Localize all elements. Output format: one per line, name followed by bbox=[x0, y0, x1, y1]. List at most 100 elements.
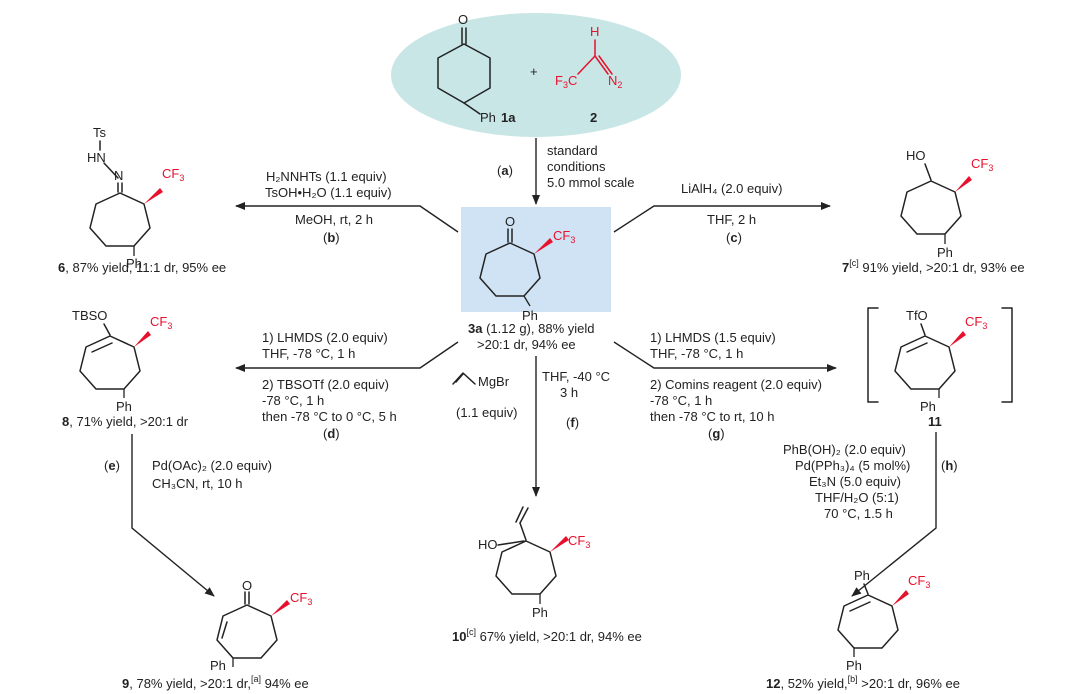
cond-c-line1: LiAlH₄ (2.0 equiv) bbox=[681, 181, 782, 196]
atom-cf3-12-sub: 3 bbox=[925, 580, 930, 590]
atom-cf3-9-sub: 3 bbox=[307, 597, 312, 607]
arrow-h bbox=[851, 432, 937, 597]
result-3a-line2: >20:1 dr, 94% ee bbox=[477, 337, 576, 352]
cond-f-line1: THF, -40 °C bbox=[542, 369, 610, 384]
svg-text:CF3: CF3 bbox=[568, 533, 590, 550]
arrow-g bbox=[613, 341, 837, 372]
arrow-e bbox=[131, 434, 215, 597]
cond-a-line3: 5.0 mmol scale bbox=[547, 175, 634, 190]
cond-b-line2: TsOH•H₂O (1.1 equiv) bbox=[265, 185, 392, 200]
structure-3a: O CF3 Ph bbox=[479, 214, 575, 323]
cond-a-line1: standard bbox=[547, 143, 598, 158]
result-8: 8, 71% yield, >20:1 dr bbox=[62, 414, 189, 429]
svg-text:CF3: CF3 bbox=[908, 573, 930, 590]
atom-cf3-3a-sub: 3 bbox=[570, 235, 575, 245]
cond-d-line2: THF, -78 °C, 1 h bbox=[262, 346, 355, 361]
atom-ph-3a: Ph bbox=[522, 308, 538, 323]
atom-hn: HN bbox=[87, 150, 106, 165]
cond-g-line2: THF, -78 °C, 1 h bbox=[650, 346, 743, 361]
label-11: 11 bbox=[928, 414, 942, 429]
atom-ph-12b: Ph bbox=[846, 658, 862, 673]
atom-ts: Ts bbox=[93, 125, 107, 140]
cond-a-label: (a) bbox=[497, 163, 513, 178]
atom-ph-11: Ph bbox=[920, 399, 936, 414]
cond-d-line1: 1) LHMDS (2.0 equiv) bbox=[262, 330, 388, 345]
vinyl-mgbr: MgBr bbox=[452, 372, 510, 389]
atom-o-3a: O bbox=[505, 214, 515, 229]
atom-n2: N bbox=[608, 73, 617, 88]
cond-d-line5: then -78 °C to 0 °C, 5 h bbox=[262, 409, 397, 424]
cond-b-line3: MeOH, rt, 2 h bbox=[295, 212, 373, 227]
structure-9: O CF3 Ph bbox=[210, 578, 312, 673]
cond-b-label: (b) bbox=[323, 230, 340, 245]
atom-f3c-sub: 3 bbox=[563, 80, 568, 90]
atom-cf3-7-sub: 3 bbox=[988, 163, 993, 173]
label-1a: 1a bbox=[501, 110, 516, 125]
result-10: 10[c] 67% yield, >20:1 dr, 94% ee bbox=[452, 627, 642, 644]
atom-f3c: F bbox=[555, 73, 563, 88]
atom-cf3-10: CF bbox=[568, 533, 585, 548]
svg-text:N2: N2 bbox=[608, 73, 622, 90]
svg-text:CF3: CF3 bbox=[971, 156, 993, 173]
cond-e-line2: CH₃CN, rt, 10 h bbox=[152, 476, 243, 491]
atom-ho-10: HO bbox=[478, 537, 498, 552]
result-3a-line1: 3a (1.12 g), 88% yield bbox=[468, 321, 594, 336]
label-2: 2 bbox=[590, 110, 597, 125]
cond-f-amount: (1.1 equiv) bbox=[456, 405, 517, 420]
structure-2: H F3C N2 2 bbox=[555, 24, 622, 125]
atom-n2-sub: 2 bbox=[617, 80, 622, 90]
result-7: 7[c] 91% yield, >20:1 dr, 93% ee bbox=[842, 258, 1025, 275]
atom-ph-9: Ph bbox=[210, 658, 226, 673]
cond-h-line1: PhB(OH)₂ (2.0 equiv) bbox=[783, 442, 906, 457]
cond-h-line2: Pd(PPh₃)₄ (5 mol%) bbox=[795, 458, 910, 473]
cond-g-label: (g) bbox=[708, 426, 725, 441]
cond-d-line4: -78 °C, 1 h bbox=[262, 393, 324, 408]
atom-n-6: N bbox=[114, 168, 123, 183]
atom-f3c-c: C bbox=[568, 73, 577, 88]
atom-cf3-6: CF bbox=[162, 166, 179, 181]
atom-mgbr: MgBr bbox=[478, 374, 510, 389]
cond-b-line1: H₂NNHTs (1.1 equiv) bbox=[266, 169, 387, 184]
svg-text:CF3: CF3 bbox=[150, 314, 172, 331]
cond-d-label: (d) bbox=[323, 426, 340, 441]
atom-cf3-11: CF bbox=[965, 314, 982, 329]
atom-ph-12a: Ph bbox=[854, 568, 870, 583]
cond-h-label: (h) bbox=[941, 458, 958, 473]
atom-cf3-7: CF bbox=[971, 156, 988, 171]
cond-g-line5: then -78 °C to rt, 10 h bbox=[650, 409, 774, 424]
cond-g-line1: 1) LHMDS (1.5 equiv) bbox=[650, 330, 776, 345]
result-12: 12, 52% yield,[b] >20:1 dr, 96% ee bbox=[766, 674, 960, 691]
atom-ph: Ph bbox=[480, 110, 496, 125]
atom-o-9: O bbox=[242, 578, 252, 593]
cond-a-line2: conditions bbox=[547, 159, 606, 174]
structure-1a: O Ph 1a bbox=[437, 12, 516, 125]
result-6-text: 6, 87% yield, 11:1 dr, 95% ee bbox=[58, 260, 226, 275]
atom-tfo: TfO bbox=[906, 308, 928, 323]
cond-f-line2: 3 h bbox=[560, 385, 578, 400]
atom-ph-6: Ph bbox=[126, 256, 142, 271]
svg-text:CF3: CF3 bbox=[162, 166, 184, 183]
atom-h: H bbox=[590, 24, 599, 39]
arrow-d bbox=[235, 341, 459, 372]
cond-h-line4: THF/H₂O (5:1) bbox=[815, 490, 899, 505]
atom-ph-7: Ph bbox=[937, 245, 953, 260]
atom-o: O bbox=[458, 12, 468, 27]
svg-text:CF3: CF3 bbox=[553, 228, 575, 245]
arrow-c bbox=[613, 202, 831, 233]
svg-text:F3C: F3C bbox=[555, 73, 577, 90]
result-9: 9, 78% yield, >20:1 dr,[a] 94% ee bbox=[122, 674, 309, 691]
atom-ph-8: Ph bbox=[116, 399, 132, 414]
structure-11: TfO CF3 Ph bbox=[867, 307, 1013, 414]
cond-h-line3: Et₃N (5.0 equiv) bbox=[809, 474, 901, 489]
svg-text:CF3: CF3 bbox=[290, 590, 312, 607]
cond-h-line5: 70 °C, 1.5 h bbox=[824, 506, 893, 521]
svg-text:CF3: CF3 bbox=[965, 314, 987, 331]
cond-d-line3: 2) TBSOTf (2.0 equiv) bbox=[262, 377, 389, 392]
structure-8: TBSO CF3 Ph bbox=[72, 308, 172, 414]
atom-ho-7: HO bbox=[906, 148, 926, 163]
atom-cf3-10-sub: 3 bbox=[585, 540, 590, 550]
atom-cf3-11-sub: 3 bbox=[982, 321, 987, 331]
cond-g-line4: -78 °C, 1 h bbox=[650, 393, 712, 408]
cond-e-label: (e) bbox=[104, 458, 120, 473]
